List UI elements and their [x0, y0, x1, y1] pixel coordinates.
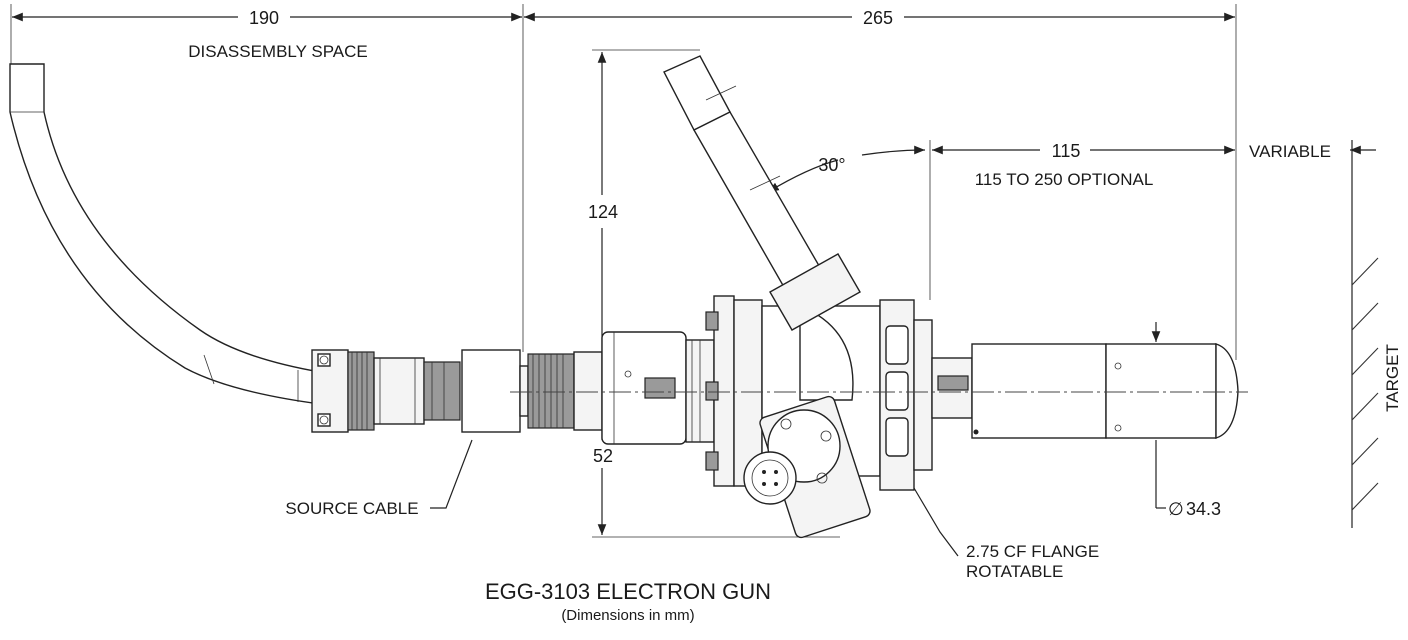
- title-main: EGG-3103 ELECTRON GUN: [485, 579, 771, 604]
- drawing-title: EGG-3103 ELECTRON GUN (Dimensions in mm): [485, 579, 771, 624]
- feedthrough-connector: [743, 395, 871, 539]
- variable-label: VARIABLE: [1249, 142, 1331, 161]
- dim-30-label: 30°: [818, 155, 845, 175]
- flange-callout: 2.75 CF FLANGE ROTATABLE: [913, 487, 1099, 581]
- source-cable-label: SOURCE CABLE: [285, 499, 418, 518]
- cable-connector: [311, 349, 603, 433]
- dim-190-label: 190: [249, 8, 279, 28]
- title-subtitle: (Dimensions in mm): [561, 607, 694, 624]
- target-plane: TARGET: [1351, 140, 1402, 528]
- target-label: TARGET: [1383, 344, 1402, 412]
- source-cable-callout: SOURCE CABLE: [285, 439, 473, 518]
- front-tube: [931, 343, 1239, 439]
- dim-124-label: 124: [588, 202, 618, 222]
- optional-range-label: 115 TO 250 OPTIONAL: [975, 170, 1154, 189]
- dimension-disassembly: 190 DISASSEMBLY SPACE: [10, 4, 524, 352]
- dim-265-label: 265: [863, 8, 893, 28]
- dim-52-label: 52: [593, 446, 613, 466]
- dim-115-label: 115: [1052, 141, 1081, 161]
- flange-label-line1: 2.75 CF FLANGE: [966, 542, 1099, 561]
- dim-34-3-label: 34.3: [1186, 499, 1221, 519]
- angled-arm: [663, 55, 861, 331]
- source-cable: [9, 63, 321, 405]
- dimension-working-distance: 115 115 TO 250 OPTIONAL VARIABLE: [929, 140, 1376, 300]
- diameter-symbol: ∅: [1168, 499, 1184, 519]
- dimension-overall: 265: [524, 4, 1237, 360]
- dimension-diameter: ∅ 34.3: [1151, 322, 1221, 519]
- disassembly-space-label: DISASSEMBLY SPACE: [188, 42, 368, 61]
- dimension-angle: 30°: [767, 145, 926, 193]
- flange-label-line2: ROTATABLE: [966, 562, 1063, 581]
